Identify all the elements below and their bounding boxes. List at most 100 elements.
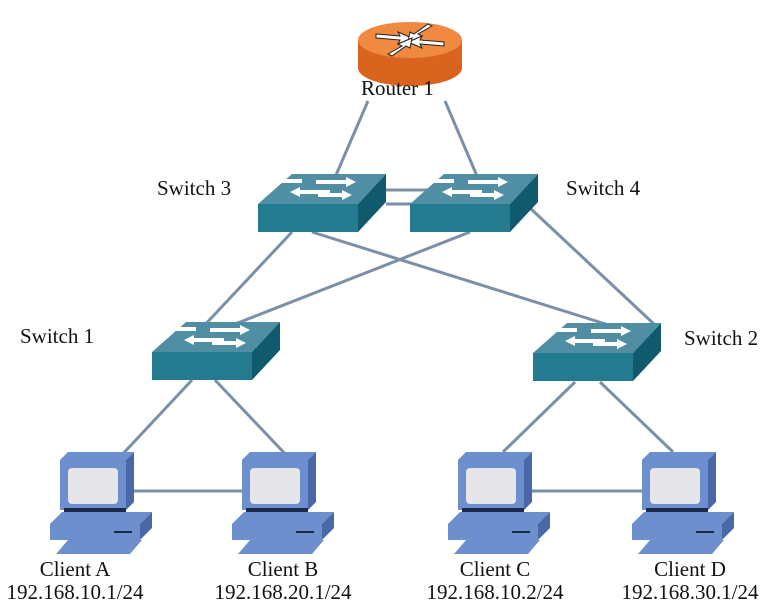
client-b-label: Client B 192.168.20.1/24 [214,557,352,605]
pc-base-top [232,512,334,524]
pc-monitor-base [64,508,126,512]
pc-icon-client-d[interactable] [632,452,734,554]
switch2-label: Switch 2 [684,326,759,350]
pc-icon-client-b[interactable] [232,452,334,554]
switch-arrow [565,336,605,346]
client-a-ip: 192.168.10.1/24 [6,580,144,605]
pc-screen [250,468,300,504]
pc-drive-slot [296,531,314,533]
pc-drive-slot [512,531,530,533]
link-switch2-clientD [598,380,675,454]
pc-monitor-side [524,452,532,510]
pc-monitor-side [308,452,316,510]
switch-icon-switch1[interactable] [152,322,280,380]
switch-arrow [290,187,330,197]
link-switch3-switch1 [198,230,294,332]
pc-base-front [232,524,322,540]
link-router1-switch3 [331,100,370,183]
link-switch4-switch1 [229,230,471,328]
link-switch2-clientC [501,380,577,454]
client-d-ip: 192.168.30.1/24 [621,580,759,605]
switch-arrow [591,326,631,336]
router-arrow [386,37,413,57]
pc-keyboard [454,540,540,554]
pc-keyboard [238,540,324,554]
pc-monitor-top [242,452,316,460]
switch-side [510,174,538,232]
pc-monitor-top [458,452,532,460]
router1-label: Router 1 [361,76,434,100]
pc-icon-client-a[interactable] [50,452,152,554]
client-c-label: Client C 192.168.10.2/24 [426,557,564,605]
switch-arrow [468,177,508,187]
link-switch1-clientA [116,378,194,461]
client-d-name: Client D [654,557,726,581]
switch-front [410,204,510,232]
pc-base-top [448,512,550,524]
pc-monitor-base [462,508,524,512]
pc-screen [68,468,118,504]
switch-icon-switch3[interactable] [258,174,386,232]
switch-front [533,353,633,381]
switch-arrow [210,325,250,335]
pc-base-side [722,512,734,540]
link-switch1-clientB [213,378,292,461]
pc-monitor-base [646,508,708,512]
switch-arrow [162,324,196,334]
switch-arrow [593,339,627,349]
pc-keyboard [56,540,142,554]
pc-monitor-top [642,452,716,460]
pc-drive-slot [696,531,714,533]
links-layer [116,100,675,493]
client-c-ip: 192.168.10.2/24 [426,580,564,605]
client-a-name: Client A [39,557,111,581]
client-b-name: Client B [247,557,319,581]
pc-keyboard [638,540,724,554]
client-b-ip: 192.168.20.1/24 [214,580,352,605]
switch-arrow [268,176,302,186]
pc-base-front [448,524,538,540]
pc-base-top [50,512,152,524]
switch-arrow [318,190,352,200]
pc-base-side [538,512,550,540]
pc-base-side [322,512,334,540]
switch-arrow [442,187,482,197]
switch-side [633,323,661,381]
client-d-label: Client D 192.168.30.1/24 [621,557,759,605]
pc-base-front [50,524,140,540]
link-switch4-switch2 [528,206,657,327]
pc-drive-slot [114,531,132,533]
pc-monitor-side [126,452,134,510]
pc-icon-client-c[interactable] [448,452,550,554]
pc-base-top [632,512,734,524]
switch-arrow [316,177,356,187]
link-router1-switch4 [443,100,482,184]
link-switch3-switch2 [311,230,613,328]
switch-front [258,204,358,232]
pc-screen [466,468,516,504]
client-c-name: Client C [459,557,531,581]
switch-front [152,352,252,380]
switch3-label: Switch 3 [157,176,232,200]
router-icon[interactable] [358,22,462,86]
switch4-label: Switch 4 [566,176,641,200]
switch-arrow [470,190,504,200]
switch-side [358,174,386,232]
router-arrow [407,23,434,43]
pc-monitor-base [246,508,308,512]
pc-base-front [632,524,722,540]
pc-monitor-top [60,452,134,460]
switch-arrow [212,338,246,348]
switch1-label: Switch 1 [20,324,95,348]
switch-arrow [543,325,577,335]
pc-base-side [140,512,152,540]
switch-arrow [184,335,224,345]
switch-icon-switch4[interactable] [410,174,538,232]
pc-monitor-side [708,452,716,510]
client-a-label: Client A 192.168.10.1/24 [6,557,144,605]
switch-arrow [420,176,454,186]
pc-screen [650,468,700,504]
switch-icon-switch2[interactable] [533,323,661,381]
switch-side [252,322,280,380]
